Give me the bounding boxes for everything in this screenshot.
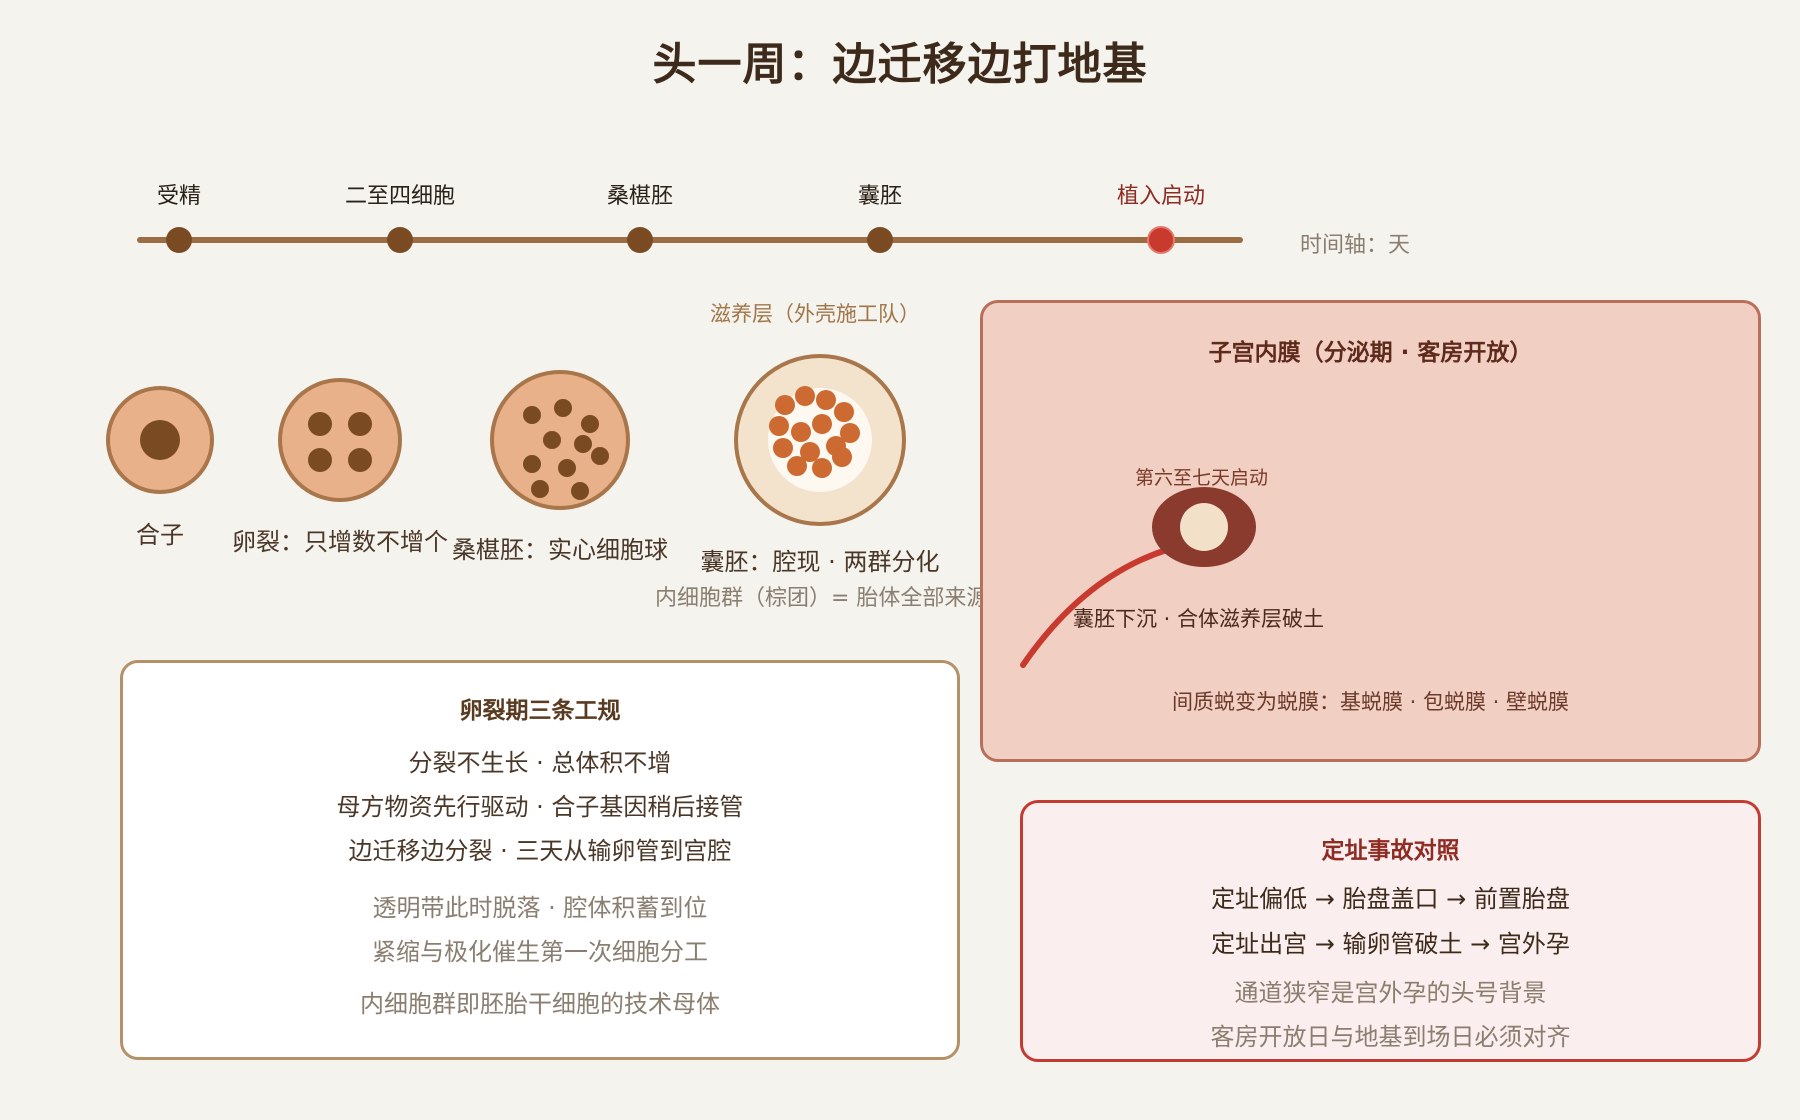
trophoblast-label: 滋养层（外壳施工队） <box>710 302 920 326</box>
accident-item: 定址偏低 → 胎盘盖口 → 前置胎盘 <box>1211 885 1570 913</box>
stage-label-morula: 桑椹胚 <box>606 184 674 209</box>
implantation-start-label: 第六至七天启动 <box>1135 467 1269 489</box>
endometrium-panel: 子宫内膜（分泌期 · 客房开放） 第六至七天启动 囊胚下沉 · 合体滋养层破土 … <box>980 300 1761 762</box>
rule-item: 分裂不生长 · 总体积不增 <box>408 749 672 777</box>
morula-caption: 桑椹胚：实心细胞球 <box>452 536 668 564</box>
accident-note: 通道狭窄是宫外孕的头号背景 <box>1234 979 1547 1007</box>
cell-stages-illustration <box>106 354 906 526</box>
stage-label-fertilization: 受精 <box>156 184 202 209</box>
stage-label-blastocyst: 囊胚 <box>857 184 903 209</box>
timeline <box>137 226 1243 254</box>
implantation-illustration <box>1020 487 1256 668</box>
timeline-node-implantation <box>1147 226 1175 254</box>
blastocyst-caption: 囊胚：腔现 · 两群分化 <box>700 548 940 576</box>
cleavage-caption: 卵裂：只增数不增个 <box>232 528 448 556</box>
accident-title: 定址事故对照 <box>1321 838 1460 864</box>
stage-label-implantation: 植入启动 <box>1116 184 1206 209</box>
timeline-node-two-four-cell <box>387 227 413 253</box>
rule-note: 内细胞群即胚胎干细胞的技术母体 <box>360 990 720 1018</box>
decidua-label: 间质蜕变为蜕膜：基蜕膜 · 包蜕膜 · 壁蜕膜 <box>1171 690 1570 714</box>
timeline-node-fertilization <box>166 227 192 253</box>
accident-note: 客房开放日与地基到场日必须对齐 <box>1210 1023 1571 1051</box>
timeline-node-morula <box>627 227 653 253</box>
endometrium-title: 子宫内膜（分泌期 · 客房开放） <box>1208 340 1533 366</box>
page-title: 头一周：边迁移边打地基 <box>652 39 1148 90</box>
accident-item: 定址出宫 → 输卵管破土 → 宫外孕 <box>1211 930 1570 958</box>
zygote-cell <box>106 386 214 494</box>
cleavage-rules-title: 卵裂期三条工规 <box>459 698 621 724</box>
stage-label-two-four-cell: 二至四细胞 <box>344 184 456 209</box>
zygote-caption: 合子 <box>136 521 184 549</box>
timeline-axis-label: 时间轴：天 <box>1300 233 1411 258</box>
cleavage-rules-panel: 卵裂期三条工规 分裂不生长 · 总体积不增 母方物资先行驱动 · 合子基因稍后接… <box>120 660 960 1060</box>
rule-note: 紧缩与极化催生第一次细胞分工 <box>372 938 708 966</box>
rule-item: 边迁移边分裂 · 三天从输卵管到宫腔 <box>348 837 732 865</box>
implantation-accident-panel: 定址事故对照 定址偏低 → 胎盘盖口 → 前置胎盘 定址出宫 → 输卵管破土 →… <box>1020 800 1761 1062</box>
timeline-node-blastocyst <box>867 227 893 253</box>
morula-cell <box>490 370 630 510</box>
inner-cell-mass-note: 内细胞群（棕团）= 胎体全部来源 <box>655 586 980 611</box>
four-cell-embryo <box>278 378 402 502</box>
rule-item: 母方物资先行驱动 · 合子基因稍后接管 <box>336 793 744 821</box>
blastocyst-sinking-label: 囊胚下沉 · 合体滋养层破土 <box>1073 607 1325 631</box>
rule-note: 透明带此时脱落 · 腔体积蓄到位 <box>372 894 708 922</box>
blastocyst-cell <box>734 354 906 526</box>
